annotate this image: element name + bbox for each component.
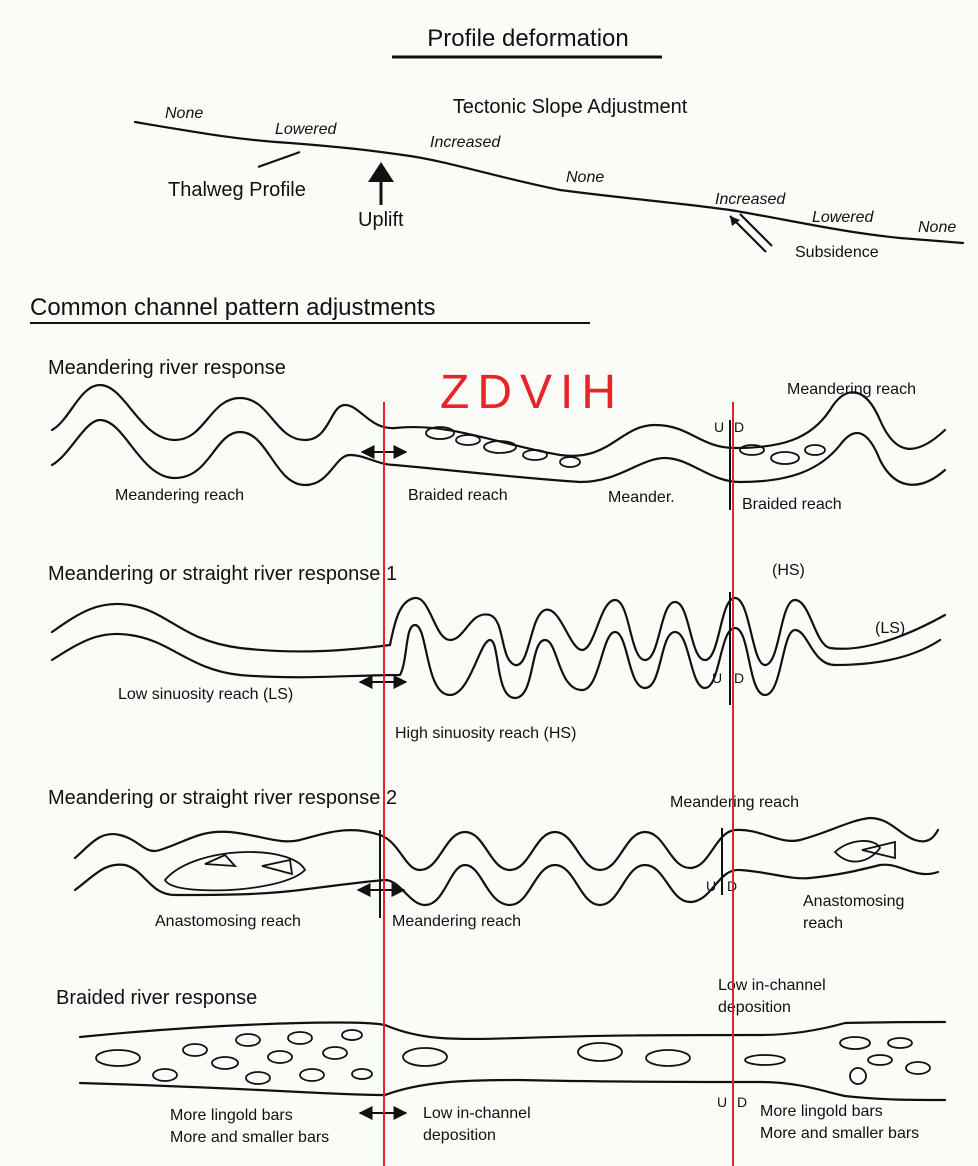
braided-response-title: Braided river response (56, 987, 257, 1009)
profile-label-none-2: None (566, 169, 604, 186)
braided-fault-up: U (717, 1094, 727, 1110)
straight1-channel (52, 598, 945, 698)
profile-label-none-1: None (165, 105, 203, 122)
uplift-label: Uplift (358, 209, 404, 231)
thalweg-profile-label: Thalweg Profile (168, 179, 306, 201)
straight1-fault-down: D (734, 670, 744, 686)
figure-title: Profile deformation (427, 25, 628, 52)
braided-label-deposition-2: deposition (718, 999, 791, 1016)
straight1-label-ls: (LS) (875, 620, 905, 637)
braided-label-lingold-bars-2: More lingold bars (760, 1103, 883, 1120)
profile-label-none-3: None (918, 219, 956, 236)
braided-label-smaller-bars-2: More and smaller bars (760, 1125, 919, 1142)
uplift-arrow-icon (368, 162, 394, 205)
braided-label-low-deposition: Low in-channel (423, 1105, 531, 1122)
braided-label-lingold-bars: More lingold bars (170, 1107, 293, 1124)
subsidence-label: Subsidence (795, 244, 879, 261)
straight2-channel (75, 818, 938, 905)
braided-label-smaller-bars: More and smaller bars (170, 1129, 329, 1146)
straight2-response-title: Meandering or straight river response 2 (48, 787, 397, 809)
profile-label-lowered-2: Lowered (812, 209, 874, 226)
meandering-label-braided-reach: Braided reach (408, 487, 508, 504)
straight2-anastomosing-islands (165, 841, 895, 890)
straight2-label-meandering-reach-2: Meandering reach (670, 794, 799, 811)
overlay-text: ZDVIH (440, 366, 624, 419)
profile-subtitle: Tectonic Slope Adjustment (453, 96, 688, 118)
meandering-fault-up: U (714, 419, 724, 435)
meandering-label-meander: Meander. (608, 489, 675, 506)
thalweg-pointer (258, 152, 300, 167)
straight2-label-reach: reach (803, 915, 843, 932)
straight1-label-hs-reach: High sinuosity reach (HS) (395, 725, 576, 742)
straight2-label-anastomosing: Anastomosing (803, 893, 904, 910)
meandering-fault-down: D (734, 419, 744, 435)
profile-label-increased-1: Increased (430, 134, 501, 151)
profile-label-increased-2: Increased (715, 191, 786, 208)
straight1-response-title: Meandering or straight river response 1 (48, 563, 397, 585)
braided-label-deposition: deposition (423, 1127, 496, 1144)
straight2-label-meandering-reach: Meandering reach (392, 913, 521, 930)
section-title: Common channel pattern adjustments (30, 294, 436, 321)
straight2-label-anastomosing-reach: Anastomosing reach (155, 913, 301, 930)
meandering-label-meandering-reach: Meandering reach (115, 487, 244, 504)
straight1-label-hs: (HS) (772, 562, 805, 579)
braided-label-low-deposition-2: Low in-channel (718, 977, 826, 994)
straight2-fault-up: U (706, 878, 716, 894)
meandering-label-meandering-reach-2: Meandering reach (787, 381, 916, 398)
straight1-label-ls-reach: Low sinuosity reach (LS) (118, 686, 293, 703)
meandering-response-title: Meandering river response (48, 357, 286, 379)
braided-fault-down: D (737, 1094, 747, 1110)
subsidence-fault-icon (730, 214, 772, 252)
braided-channel (80, 1022, 945, 1100)
meandering-label-braided-reach-2: Braided reach (742, 496, 842, 513)
profile-label-lowered-1: Lowered (275, 121, 337, 138)
straight1-fault-up: U (712, 670, 722, 686)
